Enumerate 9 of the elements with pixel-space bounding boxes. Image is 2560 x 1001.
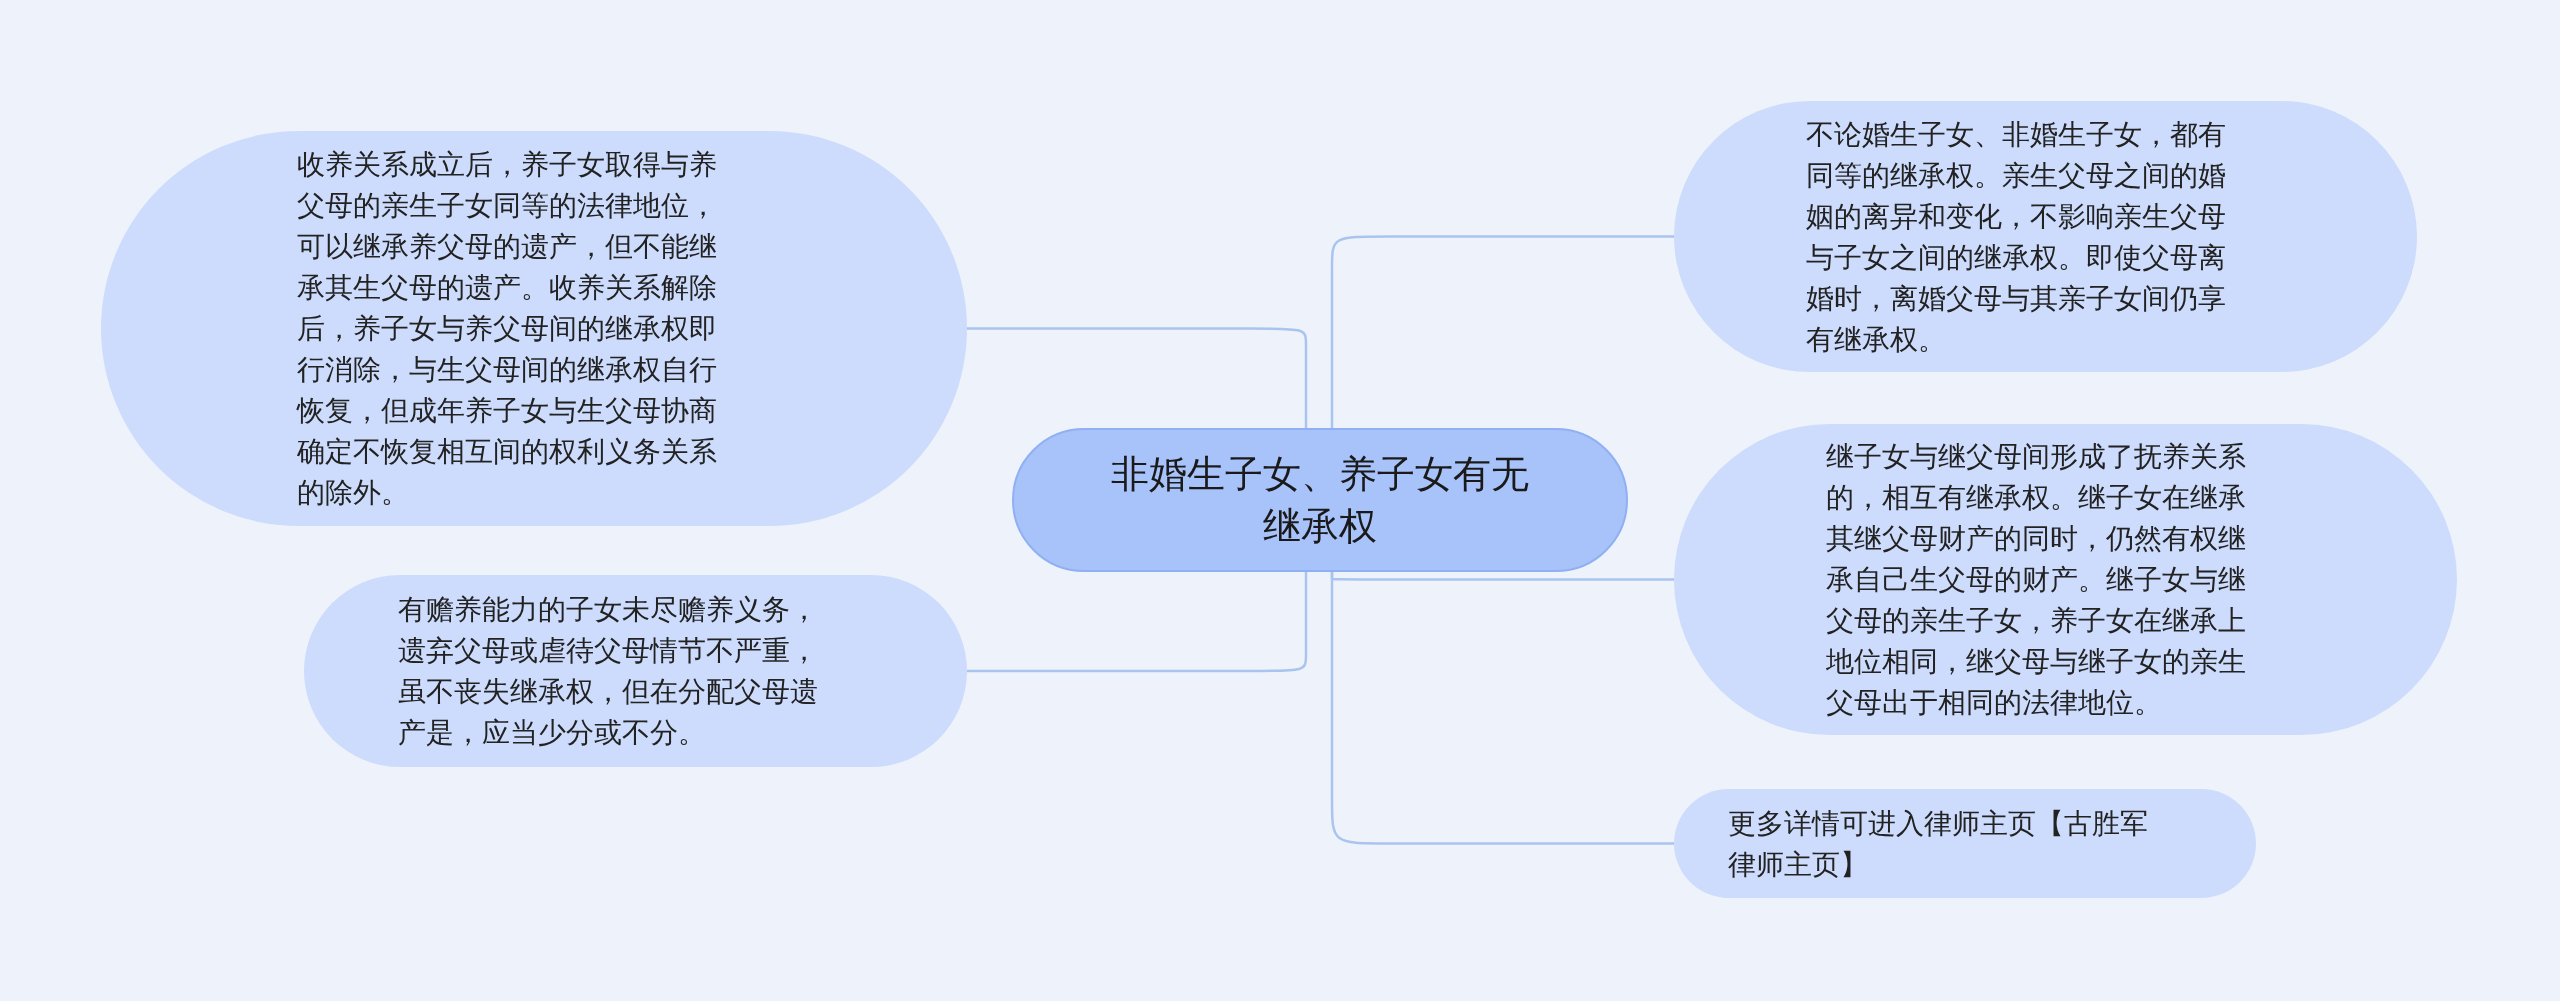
topic-title: 非婚生子女、养子女有无继承权 [1110, 451, 1530, 550]
connector-line [967, 572, 1308, 673]
topic-text: 有赡养能力的子女未尽赡养义务，遗弃父母或虐待父母情节不严重，虽不丧失继承权，但在分配父母遗产是，应当少分或不分。 [398, 592, 819, 751]
topic-text: 收养关系成立后，养子女取得与养父母的亲生子女同等的法律地位，可以继承养父母的遗产，但不能继承其生父母的遗产。收养关系解除后，养子女与养父母间的继承权即行消除，与生父母间的继承权自行恢复，但成年养子女与生父母协商确定不恢复相互间的权利义务关系的除外。 [297, 147, 718, 511]
topic-text: 继子女与继父母间形成了抚养关系的，相互有继承权。继子女在继承其继父母财产的同时，仍然有权继承自己生父母的财产。继子女与继父母的亲生子女，养子女在继承上地位相同，继父母与继子女的亲生父母出于相同的法律地位。 [1826, 439, 2247, 721]
topic-text: 不论婚生子女、非婚生子女，都有同等的继承权。亲生父母之间的婚姻的离异和变化，不影响亲生父母与子女之间的继承权。即使父母离婚时，离婚父母与其亲子女间仍享有继承权。 [1806, 116, 2227, 358]
connector-line [1330, 235, 1674, 428]
topic-text: 更多详情可进入律师主页【古胜军律师主页】 [1728, 805, 2149, 883]
connector-line [967, 327, 1308, 428]
